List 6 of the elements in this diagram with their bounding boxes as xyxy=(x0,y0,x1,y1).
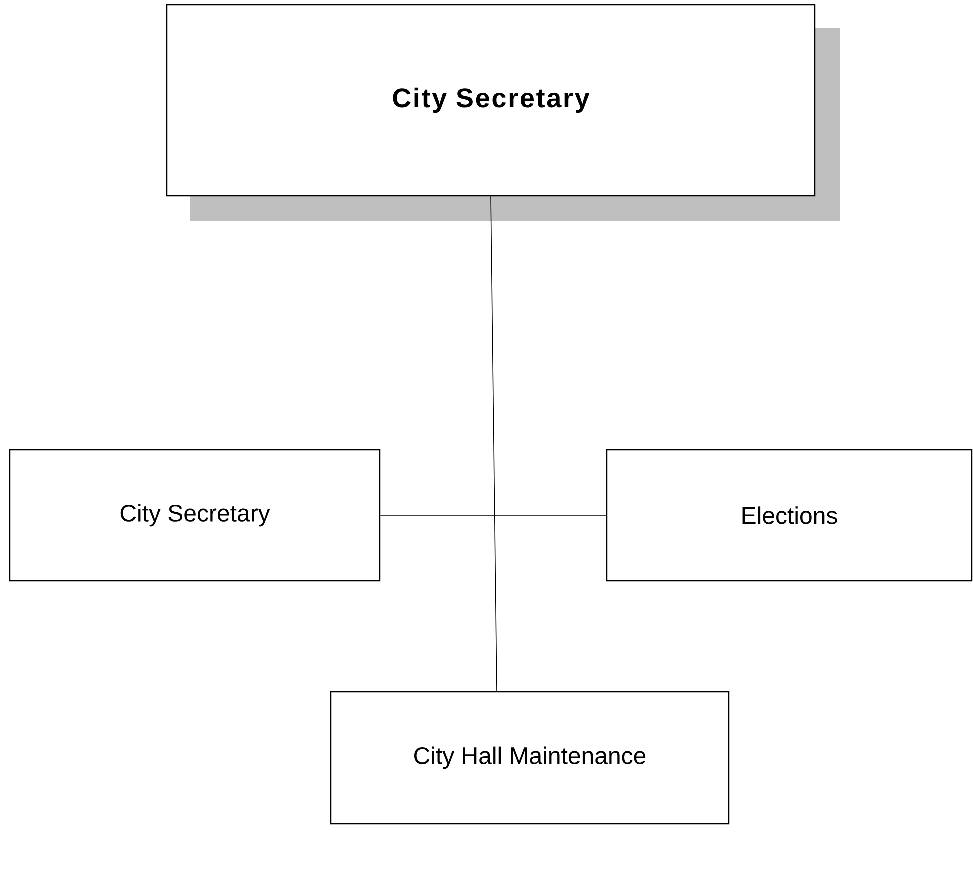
connector-line xyxy=(380,515,607,516)
title-box: City Secretary xyxy=(166,4,840,221)
unit-box: City Hall Maintenance xyxy=(330,691,730,825)
unit-box: City Secretary xyxy=(9,449,381,582)
connector-line xyxy=(490,196,498,692)
unit-box: Elections xyxy=(606,449,973,582)
